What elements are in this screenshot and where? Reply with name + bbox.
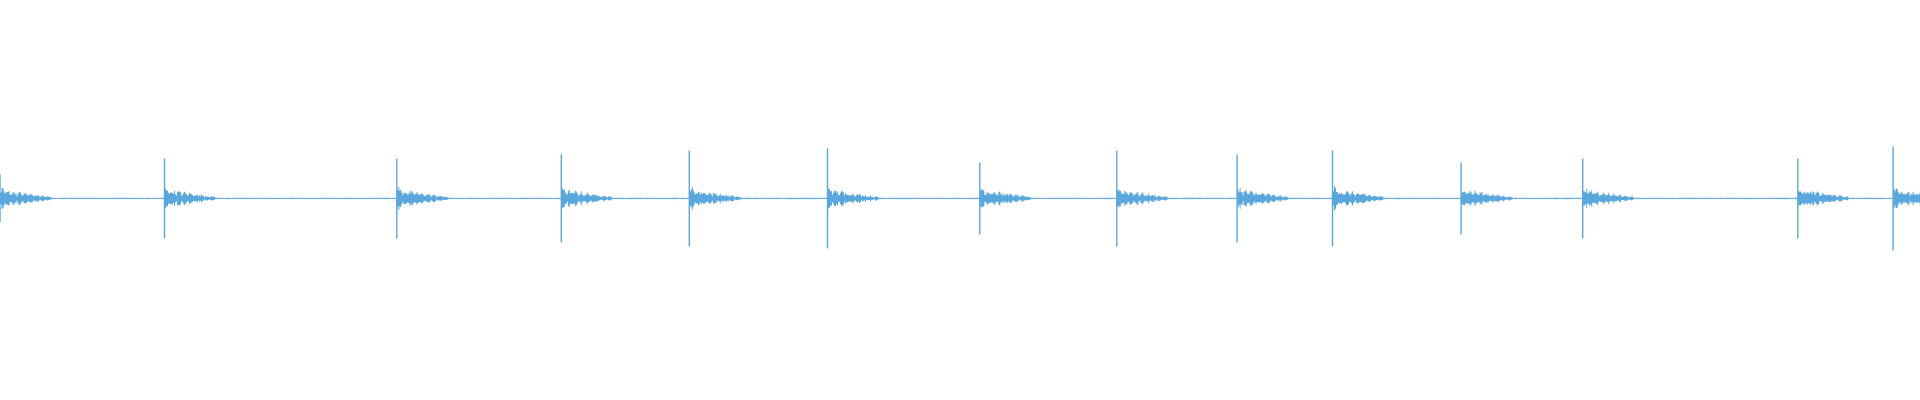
waveform-decay-tail — [689, 186, 741, 210]
waveform-decay-tail — [1893, 188, 1920, 209]
waveform-decay-tail — [165, 188, 216, 209]
waveform-onset — [979, 162, 1032, 235]
waveform-onset — [0, 174, 52, 223]
waveform-decay-tail — [1333, 186, 1384, 211]
waveform-onset — [1797, 158, 1850, 239]
waveform-decay-tail — [1117, 189, 1169, 208]
waveform-onset — [1460, 162, 1513, 235]
waveform-onset — [163, 158, 216, 239]
waveform-decay-tail — [0, 188, 52, 209]
waveform-onsets — [0, 146, 1920, 251]
waveform-onset — [1892, 146, 1920, 251]
waveform-onset — [396, 158, 449, 239]
waveform-decay-tail — [1583, 188, 1635, 208]
waveform-onset — [688, 150, 741, 247]
waveform-onset — [826, 148, 879, 249]
waveform-decay-tail — [1461, 190, 1513, 207]
waveform-onset — [1116, 150, 1169, 247]
waveform-decay-tail — [1237, 188, 1289, 209]
waveform-decay-tail — [561, 188, 613, 209]
waveform-decay-tail — [980, 189, 1032, 208]
waveform-onset — [1331, 150, 1384, 247]
waveform-onset — [1236, 154, 1289, 243]
waveform-onset — [560, 154, 613, 243]
waveform-decay-tail — [828, 188, 879, 209]
waveform-decay-tail — [1798, 191, 1850, 206]
waveform-decay-tail — [397, 186, 449, 210]
waveform-onset — [1581, 158, 1635, 239]
